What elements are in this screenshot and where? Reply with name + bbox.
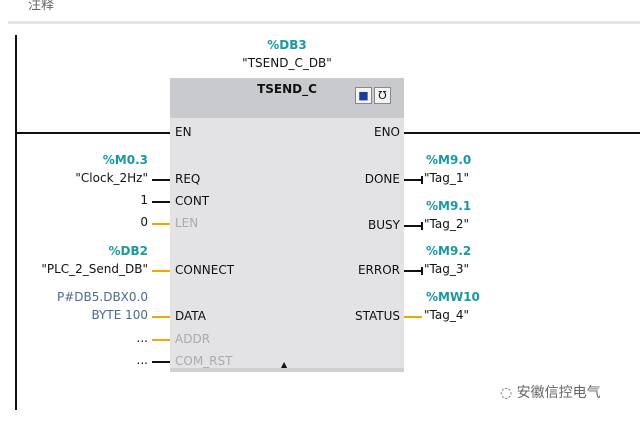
address-error[interactable]: %M9.2	[426, 244, 472, 258]
rung-left	[16, 132, 170, 134]
watermark: ◌ 安徽信控电气	[500, 385, 601, 401]
wire-status	[404, 316, 422, 318]
input-pin-cont[interactable]: CONT	[175, 194, 210, 208]
wire-com_rst	[152, 361, 170, 363]
divider	[8, 21, 640, 24]
address-connect[interactable]: %DB2	[108, 244, 148, 258]
operand-len[interactable]: 0	[140, 215, 148, 229]
address-data[interactable]: P#DB5.DBX0.0	[57, 290, 148, 304]
wire-error	[404, 270, 422, 272]
input-pin-data[interactable]: DATA	[175, 309, 206, 323]
address-status[interactable]: %MW10	[426, 290, 480, 304]
wire-end-error	[421, 267, 423, 275]
watermark-text: 安徽信控电气	[516, 385, 601, 401]
power-rail	[15, 35, 17, 410]
wire-req	[152, 179, 170, 181]
comment-bar	[0, 0, 640, 20]
input-pin-req[interactable]: REQ	[175, 172, 201, 186]
address-done[interactable]: %M9.0	[426, 153, 472, 167]
wire-end-done	[421, 176, 423, 184]
operand-done[interactable]: "Tag_1"	[424, 171, 469, 185]
output-pin-busy[interactable]: BUSY	[368, 218, 400, 232]
output-pin-error[interactable]: ERROR	[357, 263, 400, 277]
wire-done	[404, 179, 422, 181]
block-title: TSEND_C	[257, 82, 317, 96]
input-pin-com_rst[interactable]: COM_RST	[175, 354, 233, 368]
address-busy[interactable]: %M9.1	[426, 199, 472, 213]
block-footer	[170, 368, 404, 372]
instance-address[interactable]: %DB3	[267, 38, 307, 52]
block-icon[interactable]: ■	[355, 87, 372, 104]
expand-arrow-icon[interactable]: ▲	[281, 360, 288, 369]
operand-com_rst[interactable]: ...	[136, 353, 148, 367]
wire-end-busy	[421, 222, 423, 230]
address-req[interactable]: %M0.3	[102, 153, 148, 167]
wire-len	[152, 223, 170, 225]
wire-connect	[152, 270, 170, 272]
operand-status[interactable]: "Tag_4"	[424, 308, 469, 322]
function-block[interactable]	[170, 78, 404, 372]
output-pin-status[interactable]: STATUS	[354, 309, 400, 323]
operand-error[interactable]: "Tag_3"	[424, 262, 469, 276]
comment-label[interactable]: 注释	[28, 0, 55, 13]
wire-addr	[152, 339, 170, 341]
operand-connect[interactable]: "PLC_2_Send_DB"	[41, 262, 148, 276]
operand-cont[interactable]: 1	[140, 193, 148, 207]
input-pin-addr[interactable]: ADDR	[175, 332, 211, 346]
operand-data[interactable]: BYTE 100	[91, 308, 148, 322]
operand-busy[interactable]: "Tag_2"	[424, 217, 469, 231]
instance-db-name[interactable]: "TSEND_C_DB"	[242, 56, 332, 70]
input-pin-en[interactable]: EN	[175, 125, 192, 139]
rung-right	[404, 132, 640, 134]
wire-cont	[152, 201, 170, 203]
wire-busy	[404, 225, 422, 227]
input-pin-len[interactable]: LEN	[175, 216, 199, 230]
output-pin-done[interactable]: DONE	[364, 172, 400, 186]
operand-addr[interactable]: ...	[136, 331, 148, 345]
operand-req[interactable]: "Clock_2Hz"	[75, 171, 148, 185]
input-pin-connect[interactable]: CONNECT	[175, 263, 235, 277]
output-pin-eno[interactable]: ENO	[373, 125, 400, 139]
wire-data	[152, 316, 170, 318]
diagnostics-icon[interactable]: Ʊ	[374, 87, 391, 104]
